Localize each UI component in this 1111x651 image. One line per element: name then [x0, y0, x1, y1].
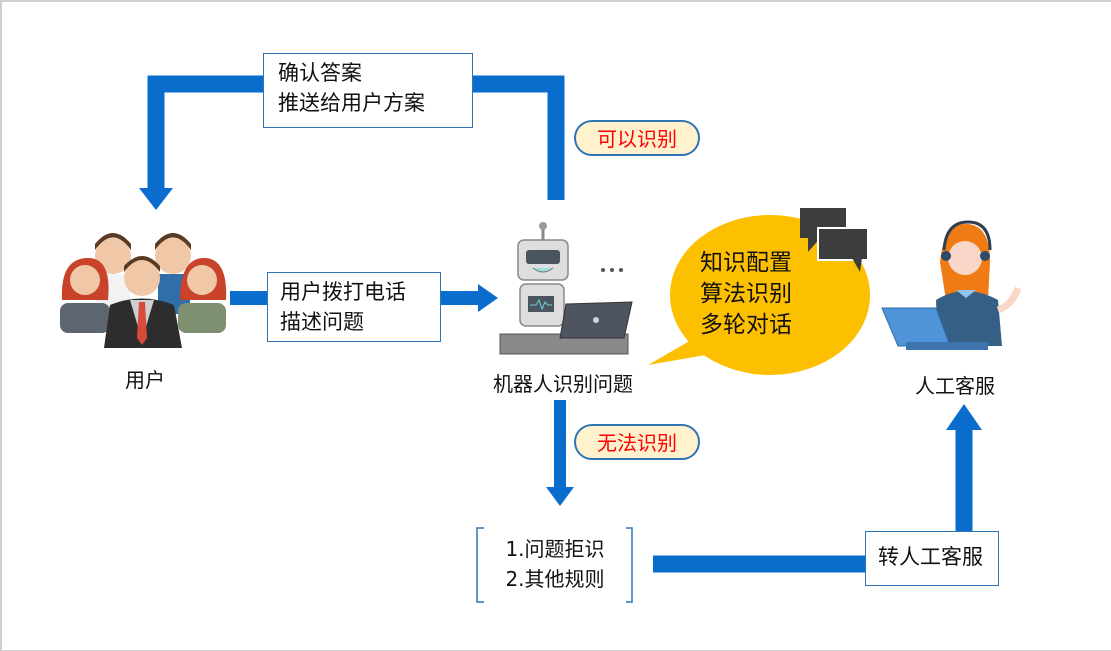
user-call-line-2: 描述问题	[280, 310, 364, 334]
arrow-head-to-robot	[478, 284, 498, 312]
bubble-line-2: 算法识别	[700, 281, 792, 307]
rules-box: 1.问题拒识 2.其他规则	[480, 534, 630, 594]
bubble-line-3: 多轮对话	[700, 312, 792, 338]
user-group-icon	[60, 233, 227, 348]
recognized-badge: 可以识别	[574, 120, 700, 156]
rules-bracket	[476, 527, 633, 603]
arrow-head-to-agent	[946, 404, 982, 430]
unrecognized-badge: 无法识别	[574, 424, 700, 460]
rules-line-1: 1.问题拒识	[505, 537, 605, 561]
bubble-line-1: 知识配置	[700, 250, 792, 276]
robot-caption: 机器人识别问题	[493, 372, 633, 396]
bubble-text: 知识配置 算法识别 多轮对话	[700, 248, 792, 341]
agent-caption: 人工客服	[915, 374, 995, 398]
chat-bubbles-icon	[800, 208, 869, 272]
user-call-line-1: 用户拨打电话	[280, 280, 406, 304]
arrow-head-to-rules	[546, 487, 574, 506]
arrow-head-to-user	[139, 188, 173, 210]
confirm-answer-line-1: 确认答案	[278, 61, 362, 85]
confirm-answer-box: 确认答案 推送给用户方案	[263, 53, 473, 128]
user-caption: 用户	[125, 368, 165, 392]
support-agent-icon	[881, 220, 1022, 350]
transfer-agent-label: 转人工客服	[878, 545, 983, 569]
rules-line-2: 2.其他规则	[505, 567, 605, 591]
user-call-box: 用户拨打电话 描述问题	[267, 272, 441, 342]
confirm-answer-line-2: 推送给用户方案	[278, 91, 425, 115]
transfer-agent-box: 转人工客服	[865, 531, 999, 586]
robot-laptop-icon	[499, 222, 633, 355]
